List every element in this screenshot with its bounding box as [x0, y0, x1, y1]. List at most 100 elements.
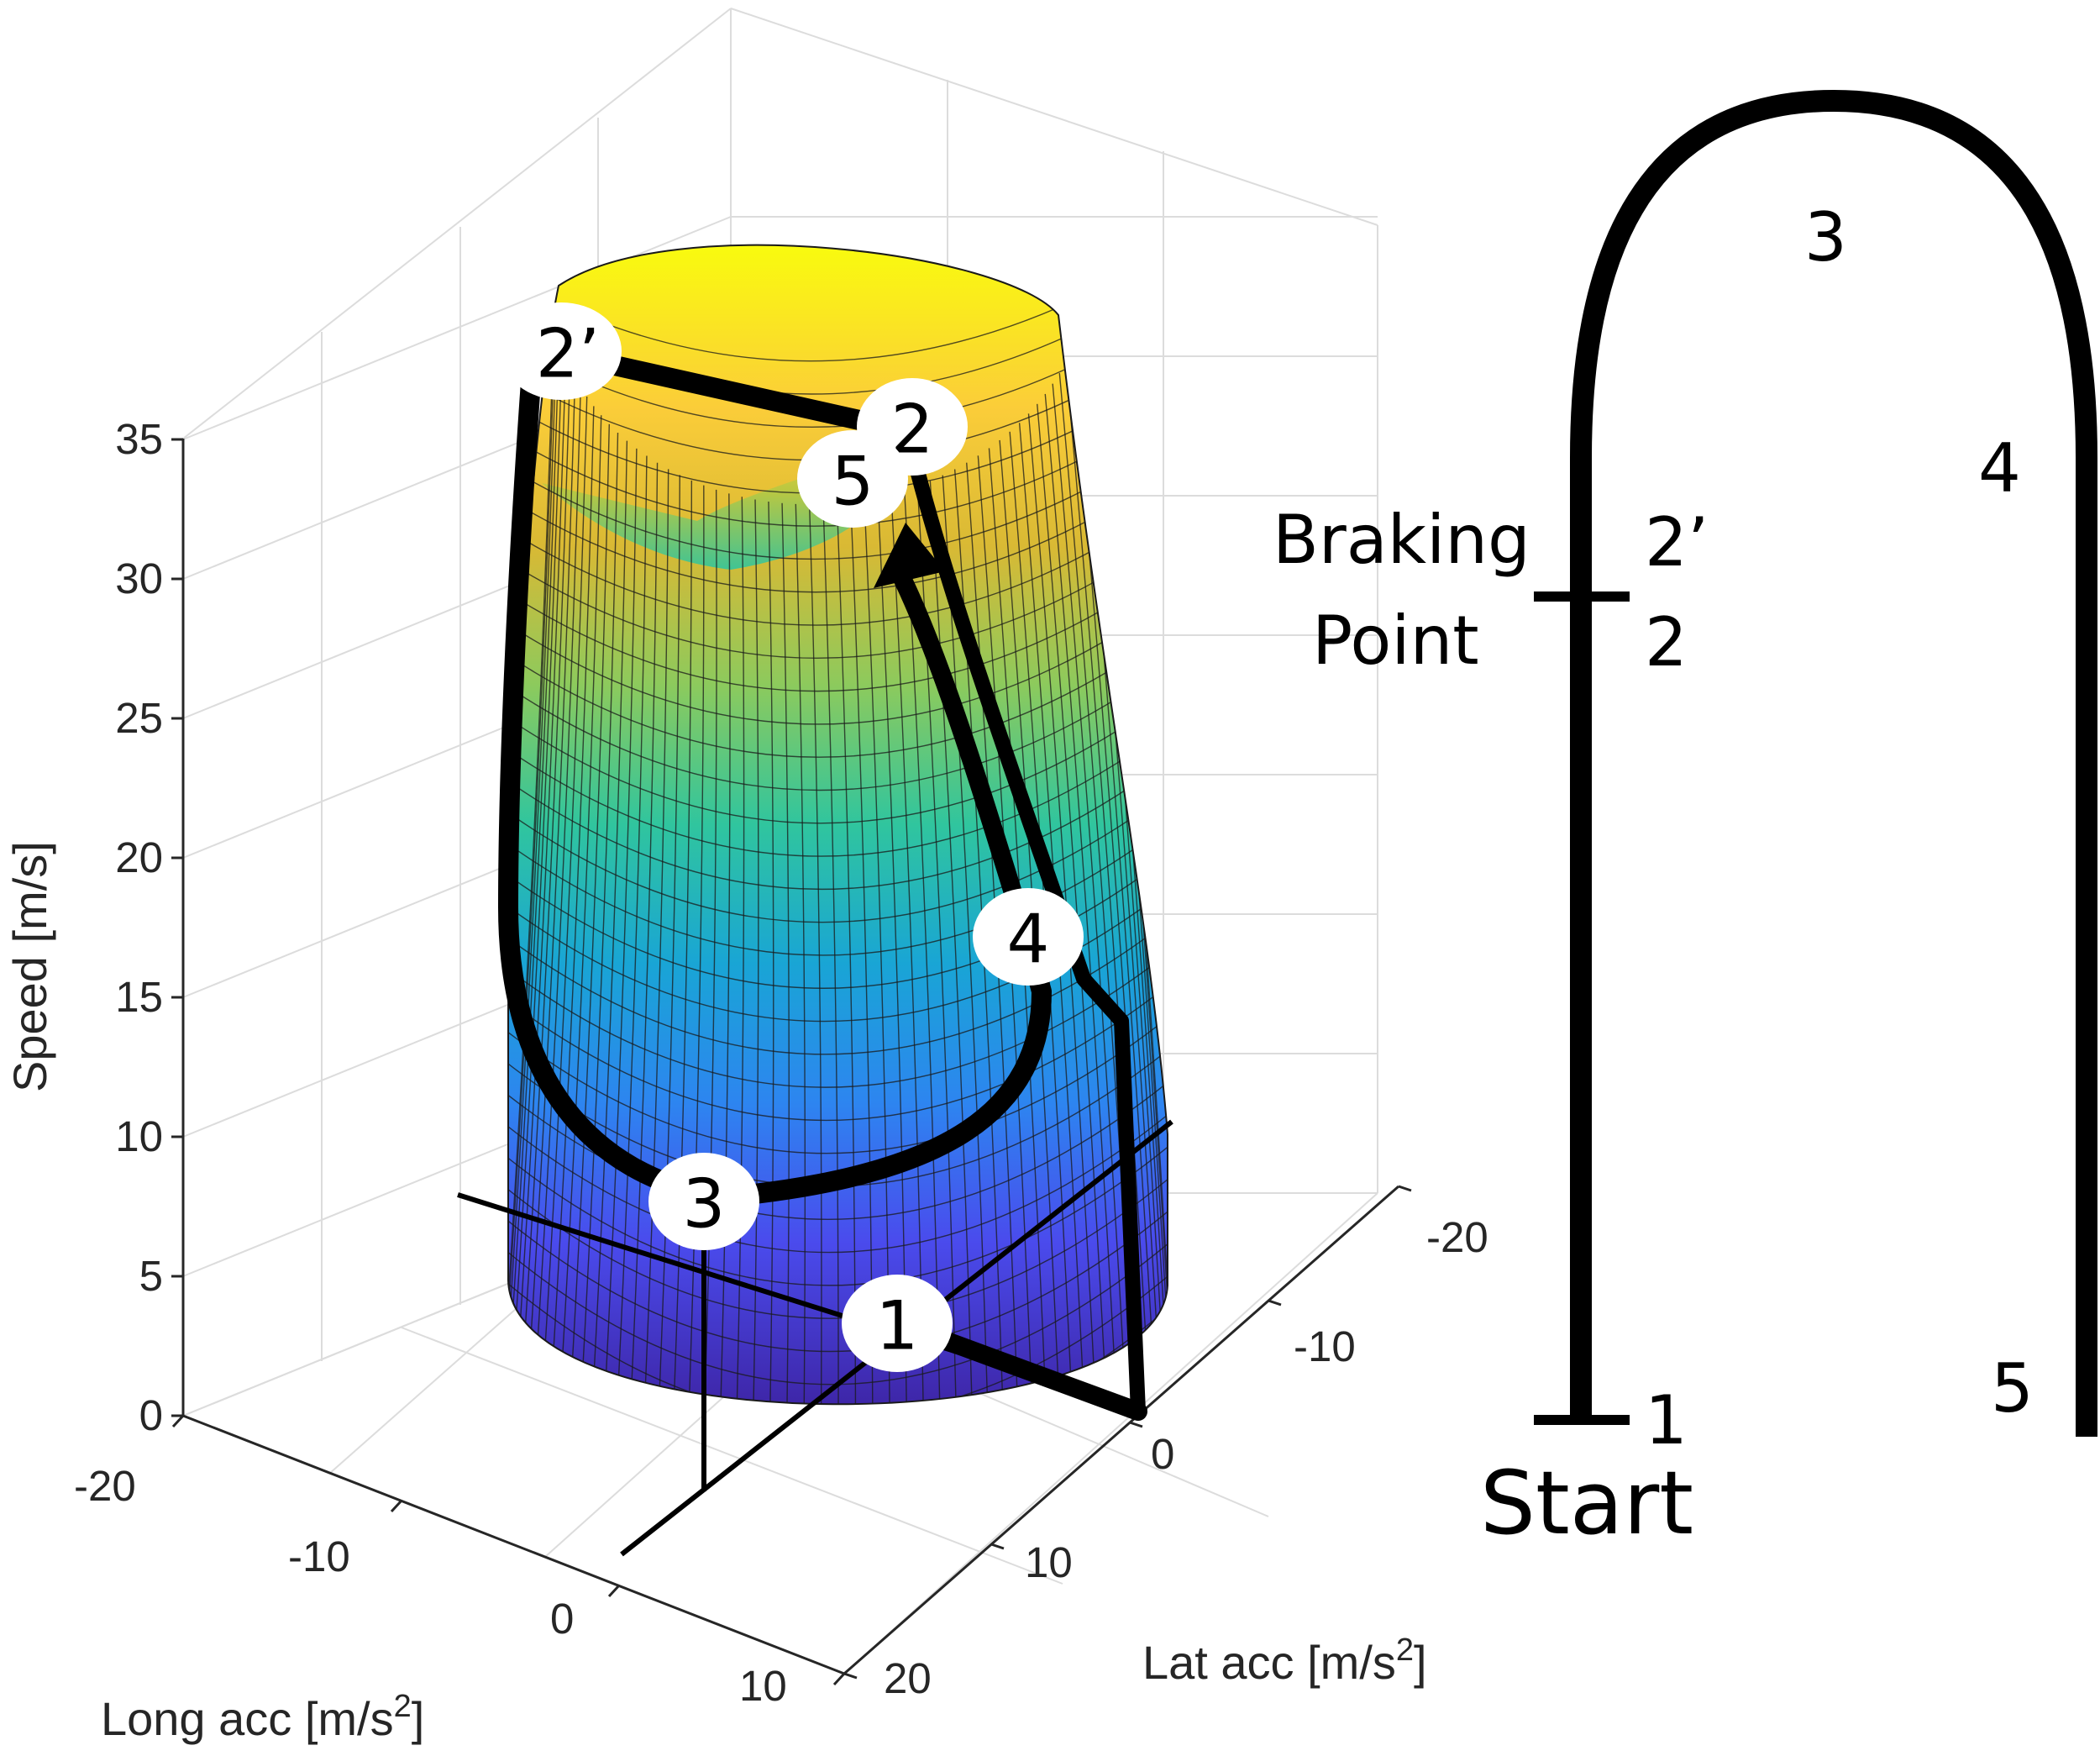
mesh-ring — [507, 1163, 1168, 1319]
mesh-meridian — [1027, 413, 1095, 1376]
mesh-meridian — [673, 480, 693, 1405]
mesh-meridian — [515, 345, 563, 1316]
y-tick: -20 — [1426, 1213, 1488, 1261]
mesh-meridian — [1052, 383, 1125, 1358]
path-arrowhead — [874, 523, 945, 588]
axis-lines — [181, 439, 1399, 1675]
grid-line — [401, 1327, 1063, 1585]
svg-text:1: 1 — [876, 1287, 919, 1365]
track-label-2: 2 — [1645, 603, 1688, 681]
mesh-meridian — [1044, 393, 1116, 1364]
mesh-meridian — [795, 503, 806, 1405]
mesh-meridian — [1037, 403, 1105, 1370]
mesh-meridian — [942, 475, 989, 1405]
mesh-meridian — [929, 481, 974, 1405]
track-label-4: 4 — [1978, 429, 2021, 507]
mesh-ring — [507, 1132, 1168, 1286]
mesh-meridian — [544, 397, 588, 1351]
z-tick-label: 30 — [115, 555, 163, 602]
z-tick-label: 15 — [115, 973, 163, 1021]
speed-axis-label: Speed [m/s] — [3, 841, 56, 1092]
x-tick: -20 — [74, 1462, 136, 1510]
z-tick-label: 25 — [115, 694, 163, 742]
mesh-meridian — [508, 302, 555, 1286]
long-acc-axis-label: Long acc [m/s2] — [101, 1689, 424, 1745]
mesh-ring — [507, 571, 1164, 692]
mesh-meridian — [688, 485, 705, 1405]
speed-ticks: 0 5 10 15 20 25 30 35 — [115, 415, 183, 1439]
z-gridline — [182, 216, 732, 440]
mesh-meridian — [703, 489, 717, 1405]
mesh-ring — [507, 1256, 1168, 1405]
path-markers: 1 2 2’ 3 4 5 — [501, 302, 1084, 1372]
track-label-5: 5 — [1991, 1349, 2034, 1427]
start-label: Start — [1480, 1452, 1693, 1554]
track-label-3: 3 — [1804, 198, 1847, 276]
mesh-meridian — [508, 313, 556, 1293]
path-segment-4-5 — [890, 562, 1038, 954]
lat-acc-tick-labels: 20 10 0 -10 -20 — [884, 1213, 1488, 1702]
track-diagram: 3 4 2’ 2 1 5 Braking Point Start — [1273, 89, 2097, 1554]
x-tick: -10 — [288, 1533, 350, 1580]
mesh-meridian — [781, 502, 790, 1405]
x-tick: 10 — [739, 1662, 787, 1710]
z-tick-label: 5 — [139, 1252, 163, 1300]
track-outline — [1570, 89, 2097, 1437]
mesh-meridian — [643, 469, 669, 1401]
mesh-ring — [507, 1194, 1168, 1353]
mesh-meridian — [822, 503, 839, 1405]
mesh-meridian — [768, 501, 774, 1405]
path-segment-3-4 — [712, 935, 1052, 1207]
lat-acc-tick-marks — [843, 1185, 1412, 1680]
svg-text:3: 3 — [683, 1165, 726, 1243]
mesh-meridian — [524, 366, 571, 1330]
mesh-meridian — [561, 415, 602, 1364]
braking-label-line1: Braking — [1273, 501, 1530, 579]
mesh-meridian — [605, 448, 638, 1387]
mesh-ring — [507, 477, 1160, 593]
z-tick-label: 20 — [115, 833, 163, 881]
mesh-meridian — [719, 493, 731, 1405]
mesh-meridian — [904, 490, 941, 1405]
mesh-meridian — [808, 504, 822, 1405]
z-tick-label: 0 — [139, 1391, 163, 1439]
y-tick: 10 — [1025, 1538, 1073, 1586]
marker-3: 3 — [648, 1153, 759, 1250]
grid-line — [730, 8, 1378, 226]
mesh-meridian — [512, 334, 560, 1308]
grid-line — [843, 1192, 1378, 1675]
lat-acc-axis-label: Lat acc [m/s2] — [1142, 1632, 1427, 1689]
mesh-meridian — [617, 455, 648, 1392]
lat-acc-axis-line — [843, 1185, 1399, 1675]
z-tick-label: 10 — [115, 1112, 163, 1160]
marker-1: 1 — [842, 1275, 953, 1372]
track-label-2-prime: 2’ — [1645, 503, 1709, 581]
mesh-meridian — [530, 376, 576, 1337]
svg-text:4: 4 — [1007, 901, 1050, 979]
path-segment-2prime-3 — [498, 360, 732, 1207]
mesh-meridian — [510, 323, 558, 1301]
mesh-meridian — [519, 355, 567, 1323]
mesh-meridian — [537, 386, 581, 1344]
mesh-meridian — [658, 475, 680, 1405]
long-acc-axis-line — [182, 1414, 845, 1675]
braking-label-line2: Point — [1312, 602, 1479, 680]
mesh-meridian — [630, 462, 659, 1397]
marker-4: 4 — [973, 888, 1084, 986]
y-tick: -10 — [1294, 1322, 1356, 1370]
svg-text:5: 5 — [832, 443, 874, 521]
grid-line — [182, 8, 732, 439]
y-tick: 0 — [1151, 1430, 1174, 1478]
long-acc-tick-labels: -20 -10 0 10 — [74, 1462, 787, 1710]
svg-text:2’: 2’ — [536, 315, 600, 393]
z-tick-label: 35 — [115, 415, 163, 463]
mesh-meridian — [592, 440, 628, 1381]
mesh-ring — [507, 415, 1158, 527]
x-tick: 0 — [550, 1595, 574, 1643]
mesh-ring — [507, 508, 1162, 626]
y-tick: 20 — [884, 1654, 932, 1702]
marker-5: 5 — [797, 430, 908, 528]
long-acc-tick-marks — [171, 1414, 846, 1686]
marker-2-prime: 2’ — [501, 302, 622, 400]
